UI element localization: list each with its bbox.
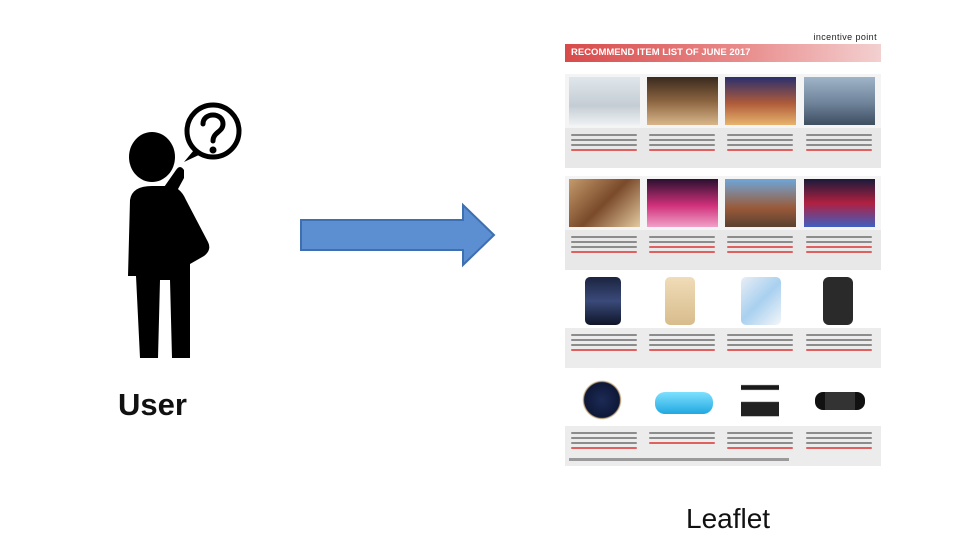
exercise-bike-photo [741, 375, 779, 423]
item-caption [802, 429, 876, 465]
brand-logo: incentive point [813, 32, 877, 42]
palace-photo [725, 179, 796, 227]
item-caption [645, 331, 719, 367]
smartwatch-photo [823, 277, 853, 325]
item-caption [567, 429, 641, 465]
gold-smartphone-photo [665, 277, 695, 325]
leaflet-footnote [569, 458, 789, 461]
hoverboard-photo [815, 392, 865, 410]
leaflet-row-gadgets [565, 372, 881, 466]
leaflet-row-travel-hotels [565, 74, 881, 168]
robot-vacuum-photo [579, 378, 625, 422]
buffet-food-photo [569, 179, 640, 227]
item-caption [723, 233, 797, 269]
item-caption [567, 233, 641, 269]
item-caption [723, 331, 797, 367]
item-caption [567, 331, 641, 367]
leaflet-document: incentive point RECOMMEND ITEM LIST OF J… [565, 30, 881, 468]
item-caption [645, 131, 719, 167]
pink-event-photo [647, 179, 718, 227]
item-caption [645, 429, 719, 465]
user-figure-icon [128, 102, 242, 358]
right-arrow-icon [300, 202, 496, 268]
smartphone-photo [585, 277, 621, 325]
leaflet-banner-title: RECOMMEND ITEM LIST OF JUNE 2017 [571, 47, 751, 58]
white-smartphone-photo [741, 277, 781, 325]
leaflet-label: Leaflet [686, 503, 771, 534]
item-caption [723, 429, 797, 465]
item-caption [802, 131, 876, 167]
city-night-photo [804, 179, 875, 227]
leaflet-banner: RECOMMEND ITEM LIST OF JUNE 2017 [565, 44, 881, 62]
item-caption [802, 233, 876, 269]
item-caption [723, 131, 797, 167]
cruise-ship-photo [804, 77, 875, 125]
item-caption [802, 331, 876, 367]
bathroom-suite-photo [569, 77, 640, 125]
leaflet-row-electronics [565, 274, 881, 368]
air-sofa-photo [655, 392, 713, 414]
hotel-room-photo [647, 77, 718, 125]
item-caption [645, 233, 719, 269]
item-caption [567, 131, 641, 167]
leaflet-row-travel-experiences [565, 176, 881, 270]
question-bubble-icon [184, 102, 242, 162]
user-label: User [118, 387, 187, 422]
villa-pool-photo [725, 77, 796, 125]
